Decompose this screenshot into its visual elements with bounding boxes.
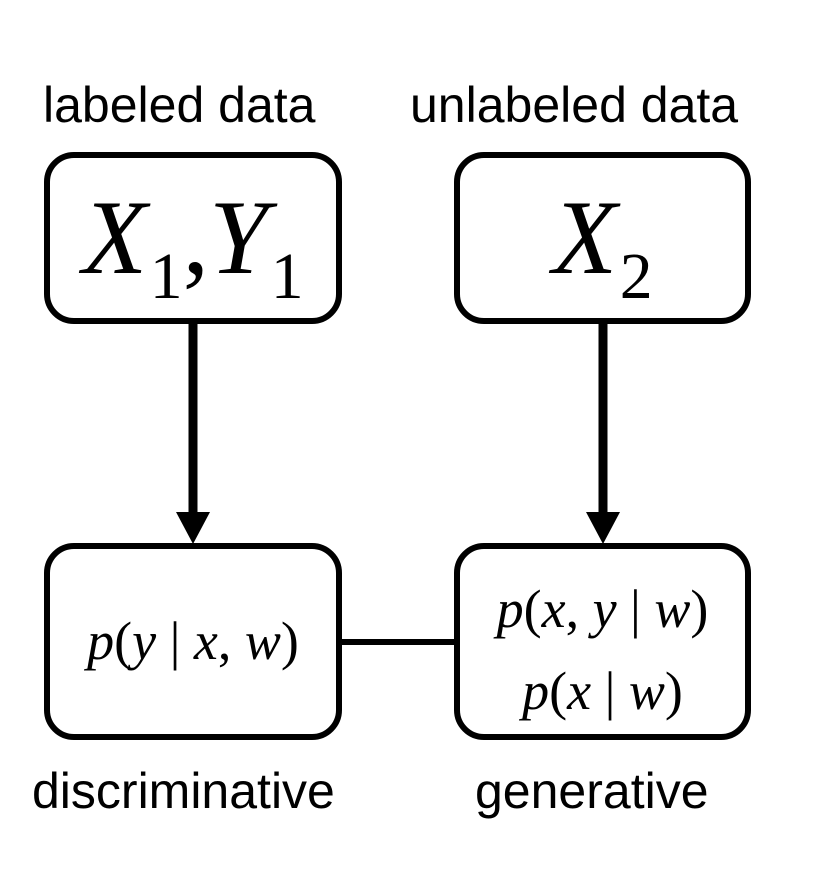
arrow-labeled-to-discriminative — [176, 322, 210, 544]
unlabeled-data-caption: unlabeled data — [410, 77, 739, 133]
labeled-data-caption: labeled data — [43, 77, 316, 133]
discriminative-caption: discriminative — [32, 763, 335, 819]
generative-box — [454, 543, 751, 740]
generative-marginal-formula: p(x | w) — [522, 661, 683, 721]
labeled-data-box — [44, 152, 342, 324]
unlabeled-data-formula: X2 — [552, 179, 653, 313]
discriminative-formula: p(y | x, w) — [87, 611, 299, 671]
generative-caption: generative — [475, 763, 709, 819]
arrow-unlabeled-to-generative — [586, 322, 620, 544]
unlabeled-data-box — [454, 152, 751, 324]
discriminative-box — [44, 543, 342, 740]
generative-joint-formula: p(x, y | w) — [496, 579, 709, 639]
labeled-data-formula: X1,Y1 — [82, 179, 304, 313]
